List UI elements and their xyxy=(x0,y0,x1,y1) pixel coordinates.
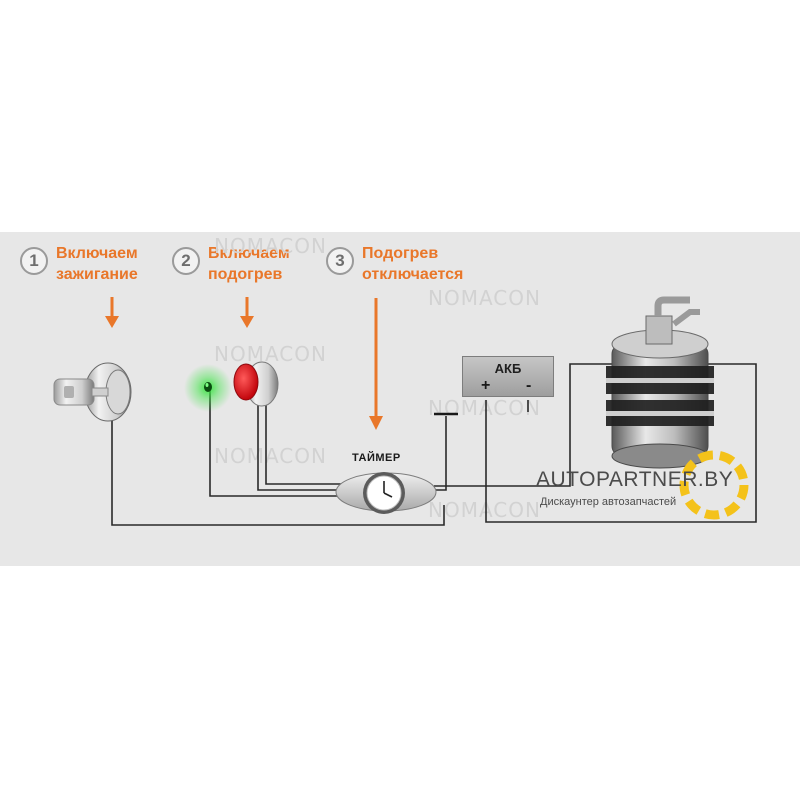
battery-label: АКБ xyxy=(494,361,522,376)
led-indicator-icon xyxy=(184,364,232,412)
timer-label: ТАЙМЕР xyxy=(352,452,401,464)
step-3-label: Подогрев отключается xyxy=(362,245,464,283)
watermark-2: NOMACON xyxy=(428,286,541,310)
step-2: 2 Включаем подогрев xyxy=(172,243,290,285)
battery-box: АКБ + - xyxy=(462,356,554,397)
wire-button-b xyxy=(265,400,344,485)
step-2-label: Включаем подогрев xyxy=(208,245,290,283)
arrow-3-icon xyxy=(369,298,383,430)
wire-button-a xyxy=(257,400,344,491)
ignition-switch-icon xyxy=(53,362,132,422)
watermark-6: NOMACON xyxy=(428,498,541,522)
watermark-1: NOMACON xyxy=(214,234,327,258)
step-1-label: Включаем зажигание xyxy=(56,245,138,283)
step-2-number: 2 xyxy=(172,247,200,275)
wire-battery-plus xyxy=(434,363,757,523)
battery-minus-label: - xyxy=(526,377,532,394)
watermark-5: NOMACON xyxy=(214,444,327,468)
brand-tagline: Дискаунтер автозапчастей xyxy=(540,496,677,508)
step-1-number: 1 xyxy=(20,247,48,275)
arrow-2-icon xyxy=(240,297,254,328)
gear-logo-icon xyxy=(679,450,749,520)
timer-icon xyxy=(335,472,437,514)
wire-ignition xyxy=(111,416,445,526)
heater-button-icon xyxy=(233,361,279,407)
fuel-filter-heater-icon xyxy=(606,296,714,469)
step-3: 3 Подогрев отключается xyxy=(326,243,463,285)
step-1: 1 Включаем зажигание xyxy=(20,243,138,285)
watermark-3: NOMACON xyxy=(214,342,327,366)
wire-led xyxy=(209,388,344,497)
brand-name[interactable]: AUTOPARTNER.BY xyxy=(536,468,734,491)
arrow-1-icon xyxy=(105,297,119,328)
wire-ground xyxy=(430,416,447,491)
battery-plus-label: + xyxy=(481,377,491,394)
step-3-number: 3 xyxy=(326,247,354,275)
